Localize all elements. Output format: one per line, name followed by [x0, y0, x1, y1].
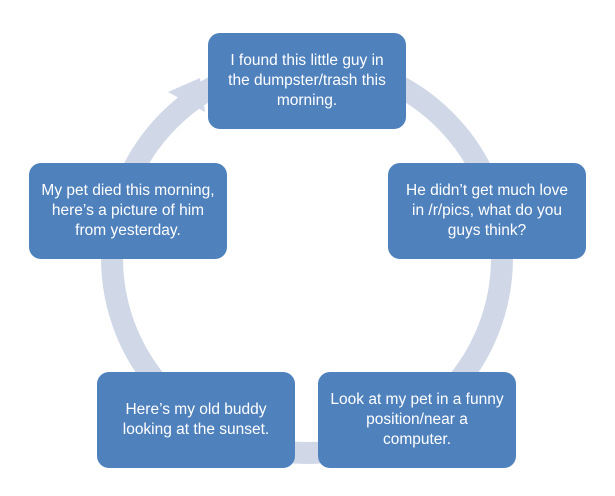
arrowhead-icon: [168, 78, 205, 112]
cycle-node-2: He didn’t get much love in /r/pics, what…: [388, 163, 586, 259]
cycle-node-4: Here’s my old buddy looking at the sunse…: [97, 372, 295, 468]
cycle-node-3: Look at my pet in a funny position/near …: [318, 372, 516, 468]
cycle-node-1: I found this little guy in the dumpster/…: [208, 33, 406, 129]
cycle-node-5: My pet died this morning, here’s a pictu…: [29, 163, 227, 259]
